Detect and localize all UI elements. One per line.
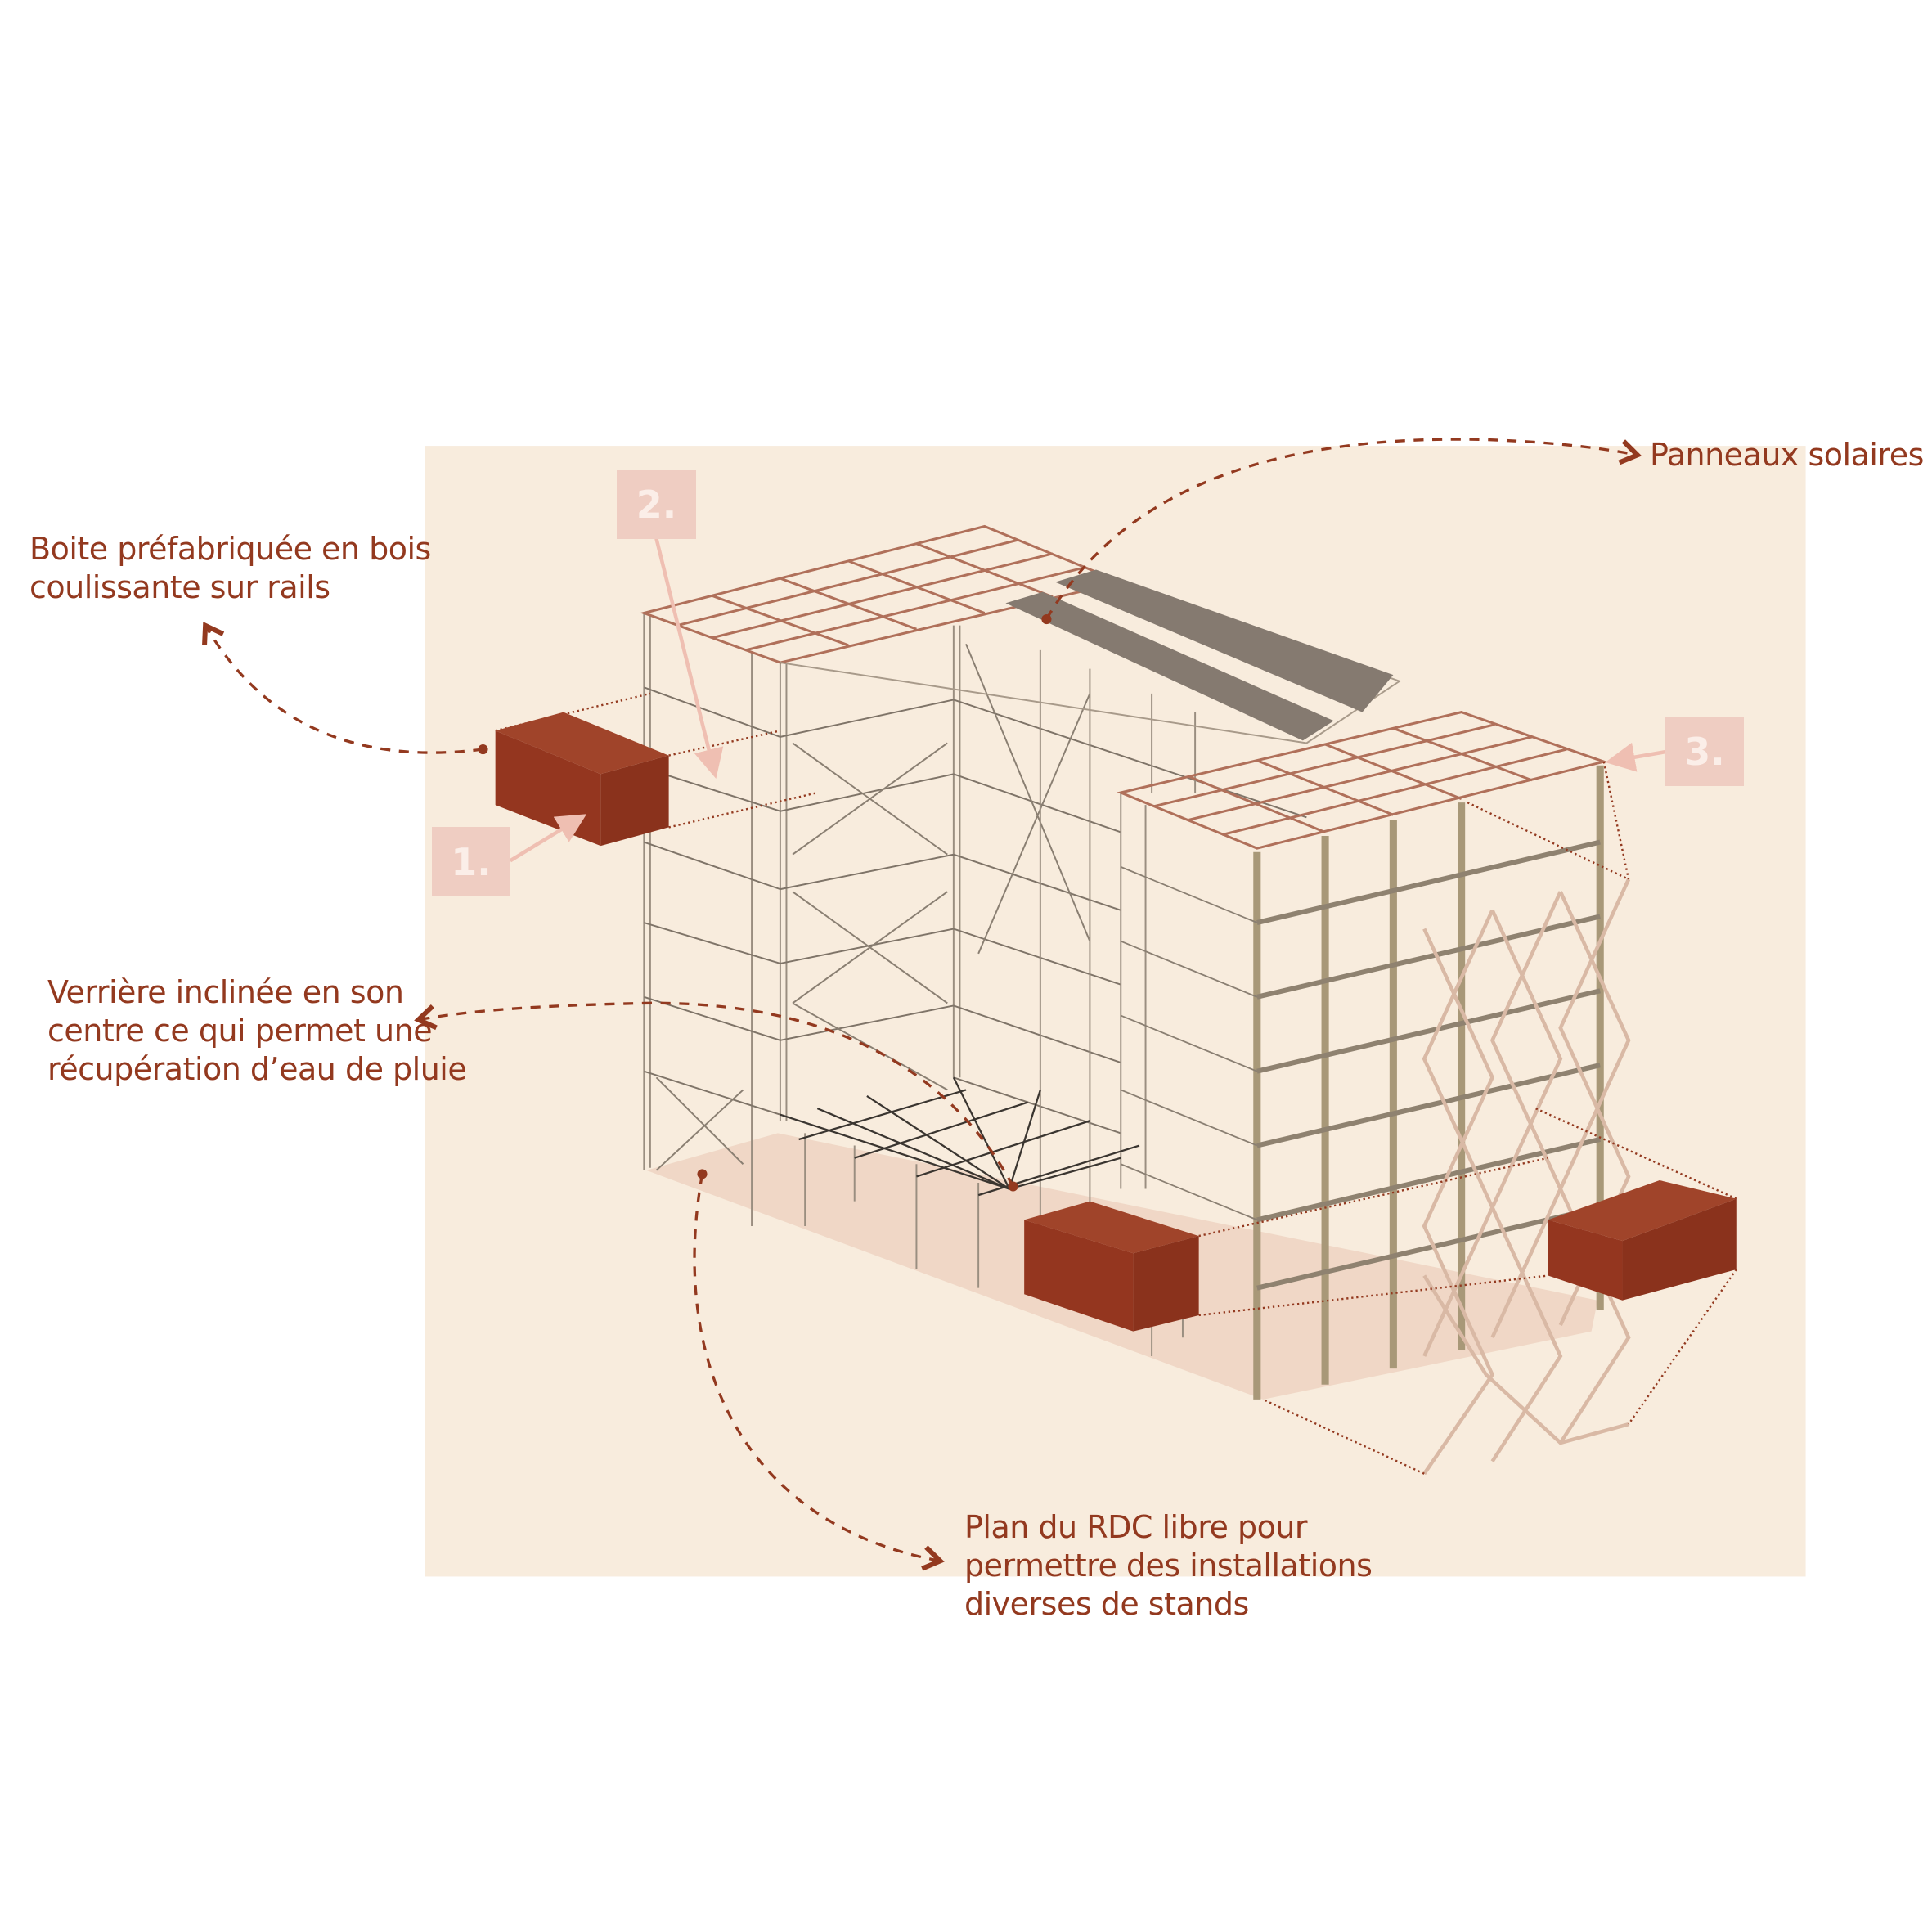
- label-line: Boite préfabriquée en bois: [29, 531, 431, 567]
- verriere-glass-roof: [780, 1076, 1140, 1197]
- label-verriere: Verrière inclinée en son centre ce qui p…: [47, 973, 467, 1089]
- arrow-boite: [202, 622, 483, 754]
- arrow-plan: [693, 1174, 945, 1571]
- arrow-verriere: [414, 1001, 1015, 1188]
- solar-panel: [1005, 591, 1334, 741]
- arrow-panneaux: [1045, 438, 1642, 620]
- badge-2: 2.: [617, 470, 696, 539]
- badge-1: 1.: [432, 827, 510, 896]
- label-line: diverses de stands: [964, 1586, 1249, 1622]
- label-line: récupération d’eau de pluie: [47, 1051, 467, 1087]
- badge-3: 3.: [1665, 717, 1744, 786]
- right-block-structure: [1117, 711, 1609, 1400]
- solar-panel: [1055, 569, 1394, 712]
- lattice-facade: [1422, 878, 1631, 1476]
- label-boite: Boite préfabriquée en bois coulissante s…: [29, 530, 431, 607]
- label-line: centre ce qui permet une: [47, 1013, 433, 1049]
- prefab-box-1: [495, 712, 669, 847]
- label-line: Plan du RDC libre pour: [964, 1509, 1308, 1545]
- label-line: coulissante sur rails: [29, 569, 330, 605]
- prefab-box-2: [1024, 1201, 1199, 1332]
- badge-arrows: [509, 538, 1666, 863]
- label-line: permettre des installations: [964, 1548, 1373, 1584]
- label-panneaux: Panneaux solaires: [1650, 437, 1924, 473]
- annotation-arrows: [202, 438, 1642, 1571]
- annotation-dots: [478, 613, 1052, 1192]
- label-plan: Plan du RDC libre pour permettre des ins…: [964, 1508, 1373, 1624]
- label-line: Verrière inclinée en son: [47, 974, 404, 1010]
- prefab-box-3: [1548, 1179, 1737, 1301]
